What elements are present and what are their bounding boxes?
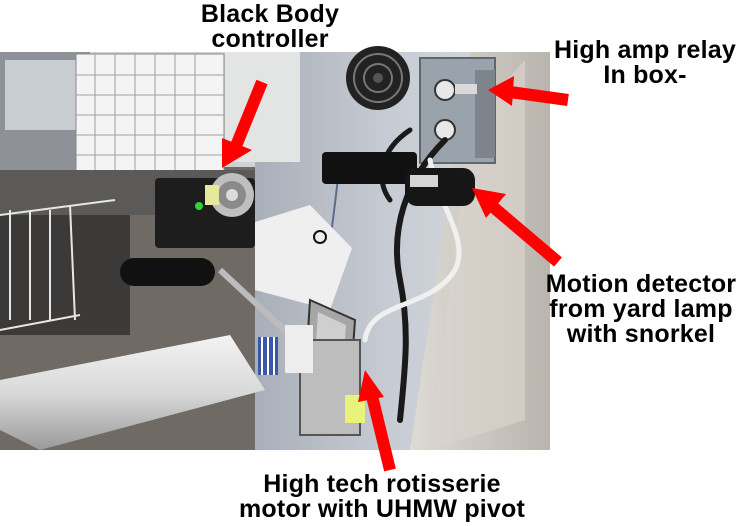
arrow-black-body <box>222 79 268 168</box>
label-line: High amp relay <box>553 36 737 64</box>
desk-fan <box>346 46 410 110</box>
label-line: with snorkel <box>566 320 716 348</box>
label-line: motor with UHMW pivot <box>238 495 526 523</box>
motion-detector <box>322 152 475 206</box>
relay-box <box>419 57 496 164</box>
relay-label: High amp relay In box- <box>540 38 750 88</box>
pvc-pipe <box>0 325 313 450</box>
white-panel <box>255 205 352 310</box>
black-body-controller <box>120 173 255 286</box>
motion-detector-label: Motion detector from yard lamp with snor… <box>528 272 754 347</box>
label-line: Black Body <box>200 0 340 28</box>
black-body-controller-label: Black Body controller <box>195 2 345 52</box>
label-line: Motion detector <box>545 270 737 298</box>
label-line: controller <box>211 25 329 53</box>
label-line: In box- <box>603 61 687 89</box>
arrow-relay <box>488 76 569 106</box>
rotisserie-label: High tech rotisserie motor with UHMW piv… <box>232 472 532 522</box>
arrow-rotisserie <box>358 370 396 472</box>
label-line: from yard lamp <box>549 295 733 323</box>
arrow-motion <box>472 188 562 267</box>
wire-rack <box>0 199 130 335</box>
label-line: High tech rotisserie <box>263 470 501 498</box>
